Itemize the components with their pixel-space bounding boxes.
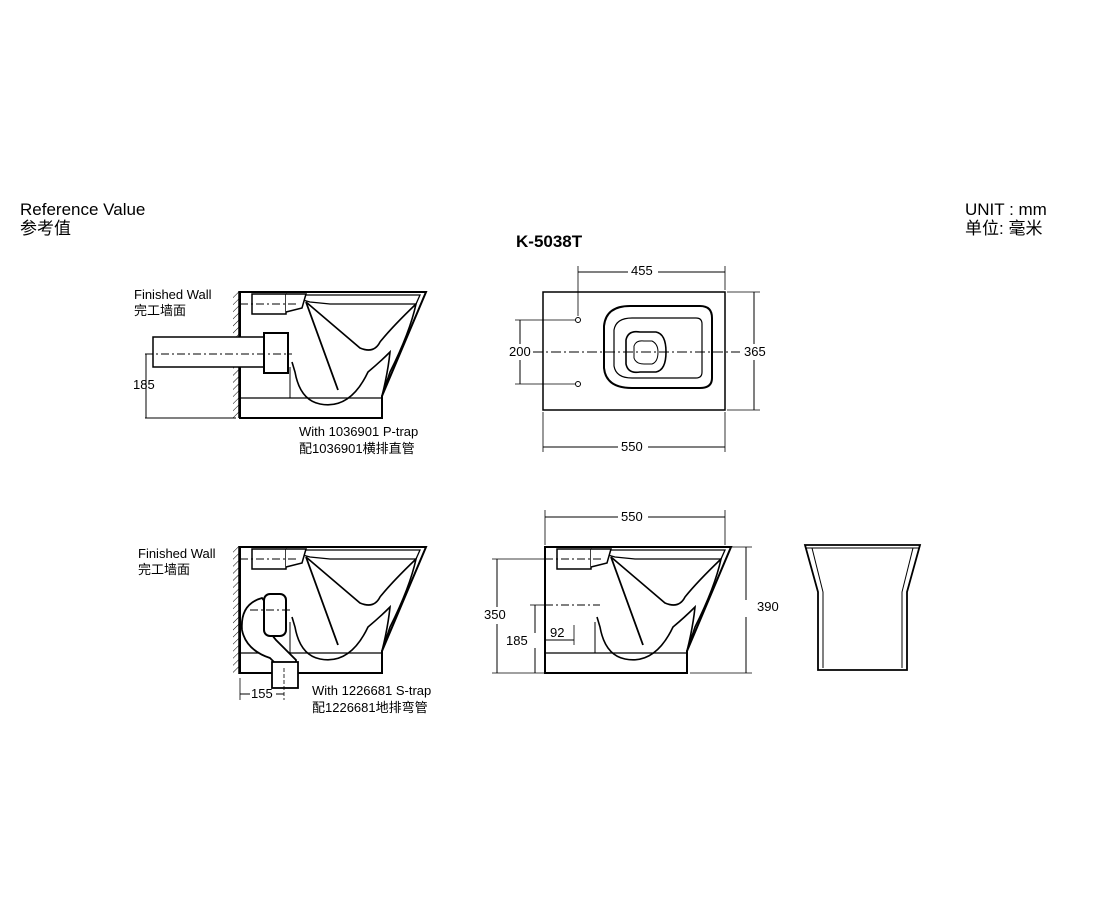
reference-value-label: Reference Value: [20, 200, 146, 219]
ptrap-caption-cn: 配1036901横排直管: [299, 441, 415, 456]
finished-wall-label: Finished Wall: [134, 287, 212, 302]
side-length-dim: 550: [621, 509, 643, 524]
strap-offset-dim: 155: [251, 686, 273, 701]
ptrap-height-dim: 185: [133, 377, 155, 392]
ptrap-caption: With 1036901 P-trap: [299, 424, 419, 439]
top-depth-dim: 365: [744, 344, 766, 359]
strap-caption: With 1226681 S-trap: [312, 683, 432, 698]
strap-caption-cn: 配1226681地排弯管: [312, 700, 428, 715]
top-length-dim: 550: [621, 439, 643, 454]
front-view: [803, 544, 922, 671]
reference-value-label-cn: 参考值: [20, 219, 71, 238]
finished-wall-label-2-cn: 完工墙面: [138, 562, 191, 577]
unit-label: UNIT : mm: [965, 200, 1047, 219]
ptrap-side-view: [145, 291, 427, 419]
total-height-dim: 390: [757, 599, 779, 614]
finished-wall-label-2: Finished Wall: [138, 546, 216, 561]
top-width-dim: 455: [631, 263, 653, 278]
outlet-height-dim: 185: [506, 633, 528, 648]
side-view: [492, 510, 752, 674]
top-view: [515, 266, 760, 452]
side-height-dim: 350: [484, 607, 506, 622]
outlet-offset-dim: 92: [550, 625, 565, 640]
strap-side-view: [233, 546, 427, 700]
finished-wall-label-cn: 完工墙面: [134, 303, 187, 318]
unit-label-cn: 单位: 毫米: [965, 219, 1043, 238]
model-title: K-5038T: [516, 232, 583, 251]
hole-spacing-dim: 200: [509, 344, 531, 359]
